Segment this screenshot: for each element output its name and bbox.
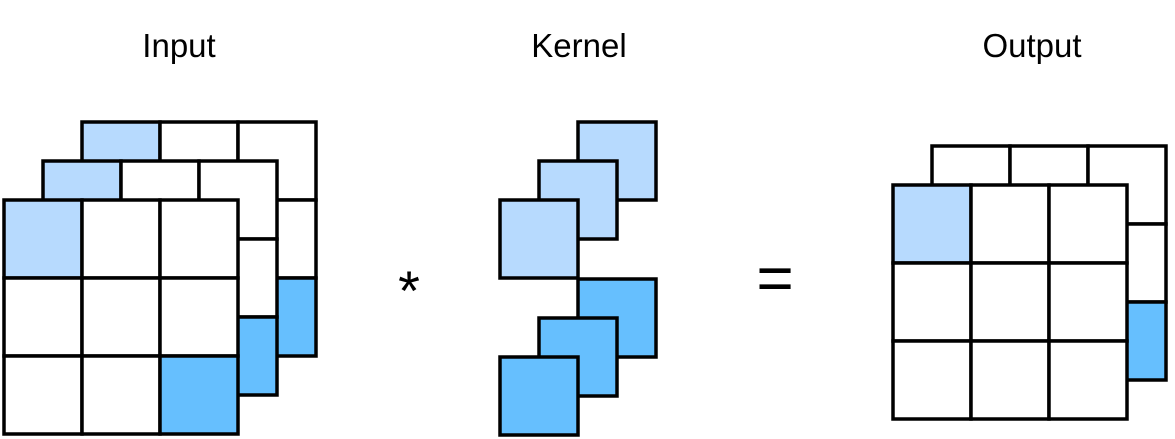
- output-channel-1: [891, 183, 1129, 421]
- input-channel-3-cell: [2, 276, 84, 358]
- input-channel-3-cell: [2, 198, 84, 280]
- convolution-operator: *: [398, 259, 420, 322]
- kernel-tensor: [498, 120, 658, 437]
- output-channel-1-cell: [1047, 261, 1129, 343]
- input-channel-3-cell: [80, 354, 162, 436]
- output-channel-1-cell: [891, 183, 973, 265]
- output-label: Output: [982, 27, 1081, 64]
- output-channel-1-cell: [969, 339, 1051, 421]
- output-channel-1-cell: [891, 261, 973, 343]
- kernel-weight-cell: [498, 355, 580, 437]
- input-channel-3-cell: [80, 276, 162, 358]
- kernel-channel-3: [498, 198, 580, 437]
- output-channel-1-cell: [1047, 339, 1129, 421]
- output-channel-1-cell: [891, 339, 973, 421]
- output-tensor: [891, 144, 1168, 421]
- input-label: Input: [142, 27, 215, 64]
- input-channel-3-cell: [158, 276, 240, 358]
- equals-operator: =: [756, 242, 793, 314]
- input-channel-3: [2, 198, 240, 436]
- input-tensor: [2, 120, 318, 436]
- input-channel-3-cell: [80, 198, 162, 280]
- input-channel-3-cell: [2, 354, 84, 436]
- input-channel-3-cell: [158, 354, 240, 436]
- output-channel-1-cell: [969, 261, 1051, 343]
- kernel-label: Kernel: [531, 27, 626, 64]
- output-channel-1-cell: [1047, 183, 1129, 265]
- output-channel-1-cell: [969, 183, 1051, 265]
- kernel-weight-cell: [498, 198, 580, 280]
- input-channel-3-cell: [158, 198, 240, 280]
